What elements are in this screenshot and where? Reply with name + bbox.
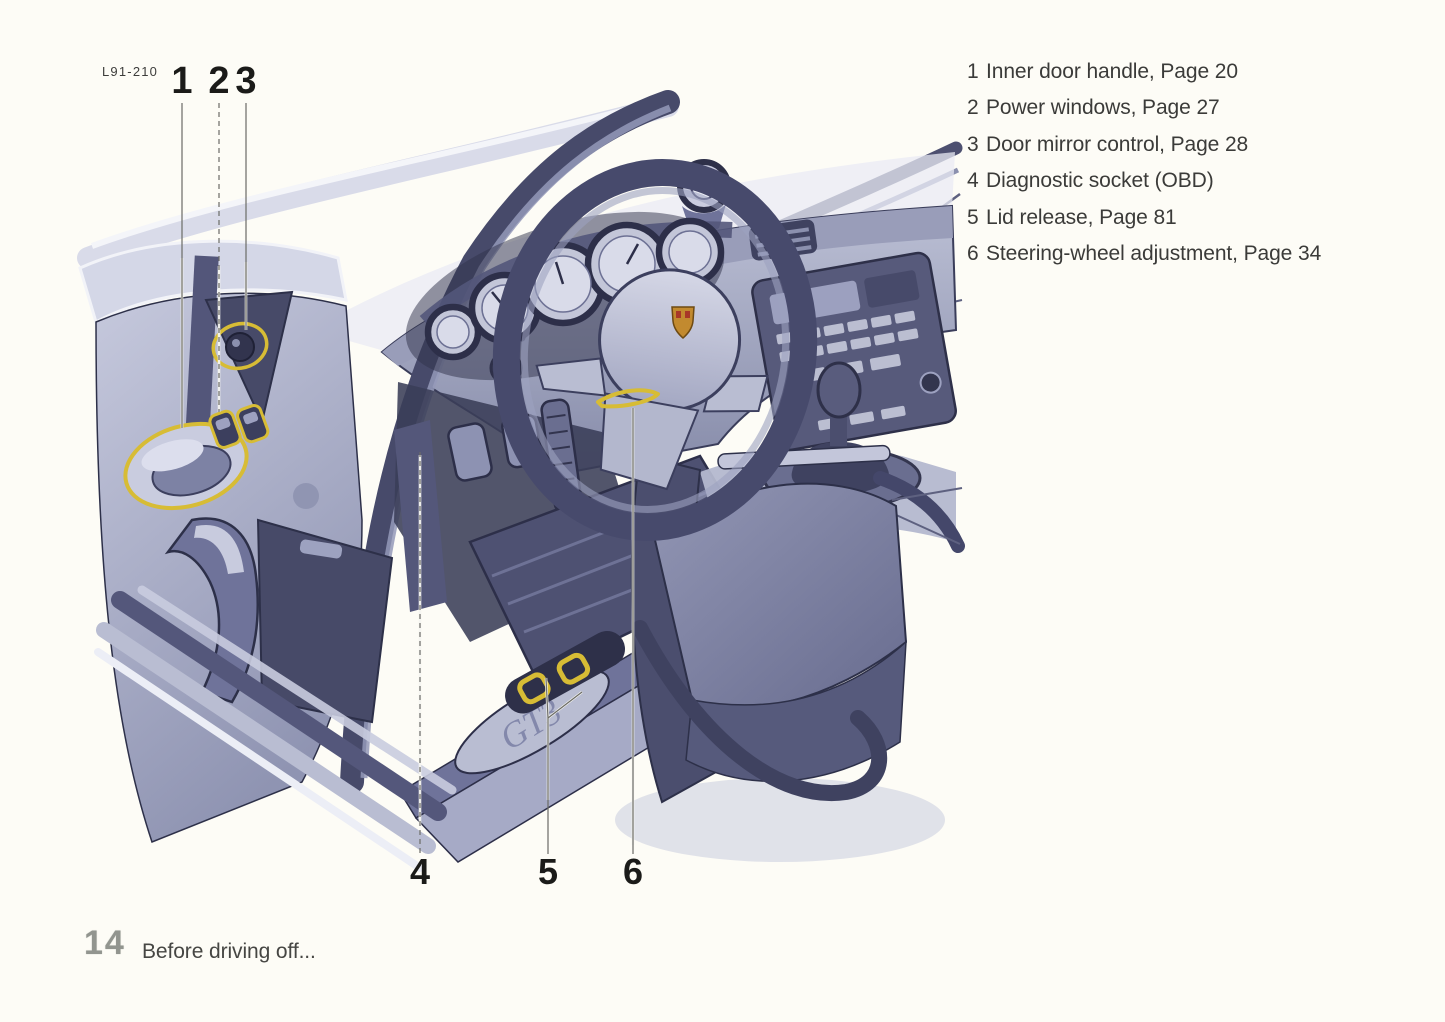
leader-lines <box>180 103 635 854</box>
callout-number-1: 1 <box>171 60 193 102</box>
legend-item-text: Diagnostic socket (OBD) <box>986 169 1214 193</box>
mirror-control-highlight <box>211 321 269 371</box>
legend-item: 6 Steering-wheel adjustment, Page 34 <box>967 242 1321 278</box>
steering-wheel <box>492 159 818 541</box>
callout-number-3: 3 <box>235 60 257 102</box>
rocker-panel <box>94 585 457 872</box>
legend-item: 2 Power windows, Page 27 <box>967 96 1321 132</box>
legend-item-text: Power windows, Page 27 <box>986 96 1220 120</box>
callout-number-6: 6 <box>622 851 644 892</box>
legend-item: 1 Inner door handle, Page 20 <box>967 60 1321 96</box>
figure-code: L91-210 <box>102 64 159 79</box>
door-mirror-control <box>225 332 255 362</box>
gear-shift-knob <box>816 361 862 419</box>
callout-number-5: 5 <box>537 851 559 892</box>
legend-item-number: 5 <box>967 205 979 229</box>
legend-item-text: Lid release, Page 81 <box>986 205 1177 229</box>
legend-item-number: 2 <box>967 96 979 120</box>
legend: 1 Inner door handle, Page 20 2 Power win… <box>967 60 1321 278</box>
windshield-base <box>310 152 955 352</box>
legend-item-number: 3 <box>967 132 979 156</box>
power-window-switches <box>208 403 270 450</box>
legend-item-text: Steering-wheel adjustment, Page 34 <box>986 241 1322 265</box>
legend-item: 5 Lid release, Page 81 <box>967 206 1321 242</box>
footer-section-title: Before driving off... <box>142 940 316 963</box>
legend-item: 3 Door mirror control, Page 28 <box>967 133 1321 169</box>
legend-item-number: 4 <box>967 169 979 193</box>
door-pull-bar <box>632 620 888 802</box>
lid-release-levers <box>505 630 626 714</box>
legend-item: 4 Diagnostic socket (OBD) <box>967 169 1321 205</box>
driver-seat <box>615 444 945 862</box>
steering-adjust-lever-highlight <box>596 388 660 409</box>
inner-door-handle <box>123 421 249 511</box>
page-number: 14 <box>84 924 126 962</box>
open-door <box>78 239 457 872</box>
legend-item-number: 6 <box>967 241 979 265</box>
legend-item-text: Door mirror control, Page 28 <box>986 132 1249 156</box>
legend-item-text: Inner door handle, Page 20 <box>986 60 1238 83</box>
legend-item-number: 1 <box>967 60 979 83</box>
handbrake-lever <box>873 471 965 553</box>
leader-line-5 <box>545 677 583 854</box>
rear-lid-release-highlight <box>556 652 591 685</box>
callout-number-4: 4 <box>409 851 431 892</box>
callout-number-2: 2 <box>208 60 230 102</box>
porsche-crest-icon <box>671 306 695 340</box>
door-storage-panel <box>256 518 394 724</box>
